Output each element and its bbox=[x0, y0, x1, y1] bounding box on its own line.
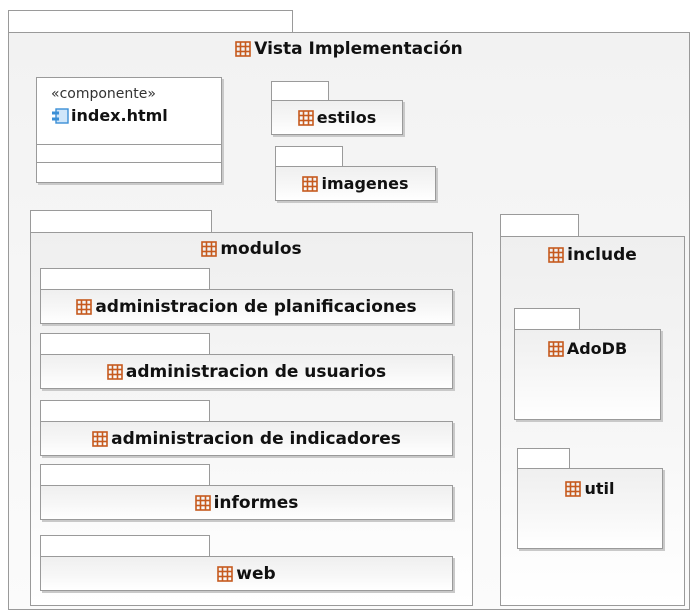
child-package-tab bbox=[517, 448, 570, 470]
package-title: util bbox=[518, 479, 662, 498]
root-package-label: Vista Implementación bbox=[254, 39, 463, 59]
include-package-tab bbox=[500, 214, 579, 238]
package-icon bbox=[107, 364, 123, 380]
component-label: index.html bbox=[71, 106, 168, 125]
package-title: administracion de indicadores bbox=[41, 429, 452, 449]
package-icon bbox=[302, 175, 319, 192]
package-icon bbox=[548, 340, 564, 357]
root-package-tab bbox=[8, 10, 293, 34]
component-divider-1 bbox=[37, 144, 221, 145]
component-name: index.html bbox=[51, 106, 168, 125]
package-title: administracion de usuarios bbox=[41, 362, 452, 382]
component-index-html[interactable]: «componente» index.html bbox=[36, 77, 222, 183]
imagenes-package-tab bbox=[275, 146, 343, 167]
package-icon bbox=[217, 566, 234, 582]
estilos-package-tab bbox=[271, 81, 329, 102]
child-package-tab bbox=[40, 333, 210, 355]
estilos-package[interactable]: estilos bbox=[271, 100, 403, 135]
package-web[interactable]: web bbox=[40, 556, 453, 591]
imagenes-package-title: imagenes bbox=[276, 174, 435, 193]
package-icon bbox=[548, 247, 564, 263]
package-icon bbox=[235, 41, 252, 57]
package-label: AdoDB bbox=[566, 339, 628, 358]
package-adodb[interactable]: AdoDB bbox=[514, 329, 661, 420]
imagenes-package-label: imagenes bbox=[321, 174, 409, 193]
child-package-tab bbox=[514, 308, 580, 330]
package-label: administracion de usuarios bbox=[125, 362, 387, 382]
child-package-tab bbox=[40, 464, 210, 486]
package-label: administracion de planificaciones bbox=[95, 297, 417, 317]
modulos-package-tab bbox=[30, 210, 212, 234]
include-package-title: include bbox=[501, 245, 684, 265]
package-icon bbox=[565, 480, 582, 497]
child-package-tab bbox=[40, 535, 210, 557]
component-stereotype: «componente» bbox=[51, 86, 156, 102]
package-icon bbox=[297, 109, 314, 126]
package-title: informes bbox=[41, 493, 452, 513]
component-icon bbox=[51, 107, 69, 124]
modulos-package-title: modulos bbox=[31, 239, 472, 259]
package-informes[interactable]: informes bbox=[40, 485, 453, 520]
include-package-label: include bbox=[567, 245, 637, 265]
package-label: informes bbox=[213, 493, 299, 513]
package-administracion-indicadores[interactable]: administracion de indicadores bbox=[40, 421, 453, 456]
package-util[interactable]: util bbox=[517, 468, 663, 549]
package-title: administracion de planificaciones bbox=[41, 297, 452, 317]
estilos-package-title: estilos bbox=[272, 108, 402, 127]
modulos-package-label: modulos bbox=[220, 239, 302, 259]
package-icon bbox=[194, 495, 211, 511]
include-package[interactable]: include bbox=[500, 236, 685, 606]
package-label: web bbox=[236, 564, 276, 584]
estilos-package-label: estilos bbox=[316, 108, 377, 127]
package-icon bbox=[92, 431, 108, 447]
package-title: web bbox=[41, 564, 452, 584]
package-icon bbox=[201, 241, 218, 257]
package-administracion-planificaciones[interactable]: administracion de planificaciones bbox=[40, 289, 453, 324]
package-title: AdoDB bbox=[515, 339, 660, 358]
package-label: administracion de indicadores bbox=[111, 429, 401, 449]
child-package-tab bbox=[40, 400, 210, 422]
component-divider-2 bbox=[37, 162, 221, 163]
imagenes-package[interactable]: imagenes bbox=[275, 166, 436, 201]
root-package-title: Vista Implementación bbox=[9, 39, 689, 59]
package-label: util bbox=[584, 479, 615, 498]
package-administracion-usuarios[interactable]: administracion de usuarios bbox=[40, 354, 453, 389]
package-icon bbox=[76, 299, 93, 315]
child-package-tab bbox=[40, 268, 210, 290]
